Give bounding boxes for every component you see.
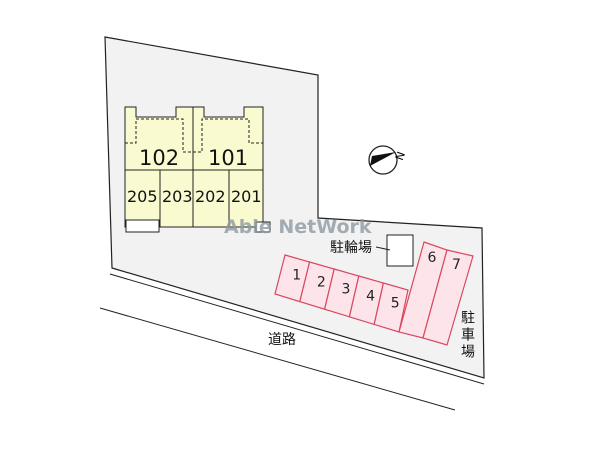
parking-space-7	[422, 249, 474, 346]
compass-icon: N	[368, 145, 408, 175]
unit-202: 202	[195, 187, 226, 206]
parking-space-number: 5	[391, 296, 400, 312]
unit-101: 101	[208, 146, 248, 170]
road-label: 道路	[268, 332, 296, 348]
parking-space-number: 7	[452, 257, 461, 273]
parking-label: 駐車場	[459, 310, 475, 361]
parking-space-number: 3	[342, 282, 351, 298]
parking-space-number: 6	[428, 250, 437, 266]
building: 102 101 205 203 202 201	[124, 106, 271, 233]
bicycle-parking-label: 駐輪場	[330, 239, 372, 256]
unit-102: 102	[139, 146, 179, 170]
bicycle-parking	[386, 234, 414, 267]
leader-line	[375, 246, 391, 251]
parking-space-number: 4	[366, 289, 375, 305]
watermark: Able NetWork	[224, 216, 372, 238]
unit-201: 201	[231, 187, 262, 206]
unit-203: 203	[162, 187, 193, 206]
unit-205: 205	[127, 187, 158, 206]
road-edge	[109, 273, 485, 385]
road-far-edge	[99, 307, 456, 411]
parking-space-number: 2	[317, 275, 326, 291]
parking-space-number: 1	[292, 268, 301, 284]
